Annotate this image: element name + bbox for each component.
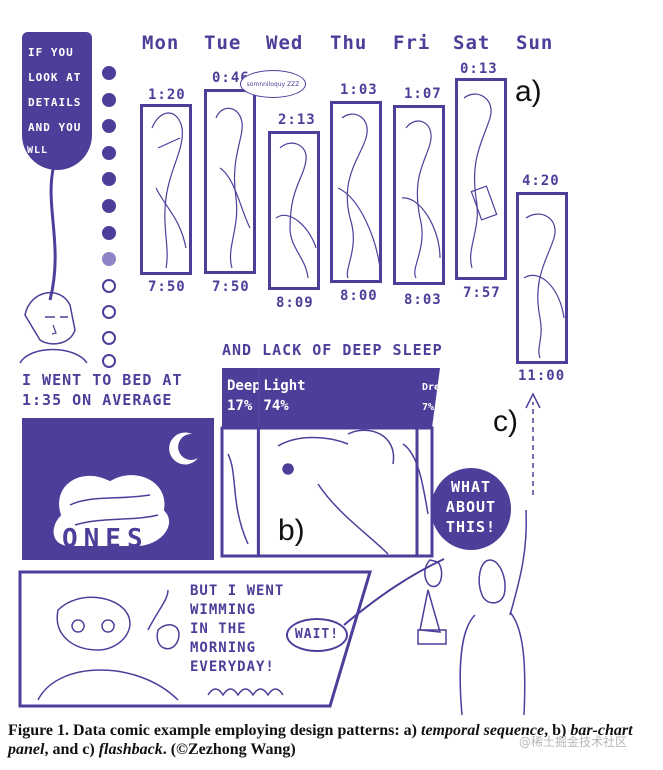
bar-value-label: 17% [227, 398, 253, 414]
sleep-panel-fri [393, 105, 445, 285]
what-about-line: THIS! [445, 518, 497, 536]
day-label-sat: Sat [453, 32, 491, 54]
figure-caption: Figure 1. Data comic example employing d… [8, 721, 658, 759]
sleep-panel-sat [455, 78, 507, 280]
bedtime-fri: 1:07 [404, 86, 442, 102]
clock-icon [102, 119, 116, 133]
thought-bubble: somnniloquy ZZZ [240, 70, 306, 98]
swim-text-line: EVERYDAY! [190, 659, 275, 675]
bar-header-deep [222, 368, 259, 428]
pillow-text: ONES [62, 524, 149, 554]
clock-icon [102, 199, 116, 213]
clock-icon [102, 305, 116, 319]
caption-suffix: . (©Zezhong Wang) [162, 741, 296, 758]
bed-text-line: I WENT TO BED AT [22, 371, 183, 389]
moon-icon [169, 432, 198, 465]
bar-value-label: 74% [263, 398, 289, 414]
bubble-line: LOOK AT [28, 71, 82, 84]
what-about-line: ABOUT [445, 498, 497, 516]
bar-value-label: 7% [422, 402, 434, 413]
blanket-sketch [51, 473, 171, 549]
bed-text-line: 1:35 ON AVERAGE [22, 391, 173, 409]
bubble-line: WLL SEE... [27, 145, 70, 178]
tag-a: a) [515, 75, 542, 108]
clock-icon [102, 172, 116, 186]
sleeping-figures-sketch [151, 93, 565, 359]
bar-category-label: Dream [422, 382, 440, 393]
wait-bubble-tail [343, 558, 445, 626]
swim-panel-frame [18, 570, 373, 708]
pointing-man-sketch [417, 509, 528, 716]
bedtime-sat: 0:13 [460, 61, 498, 77]
bar-header-light [258, 368, 417, 428]
waketime-mon: 7:50 [148, 279, 186, 295]
bedtime-thu: 1:03 [340, 82, 378, 98]
bedtime-sun: 4:20 [522, 173, 560, 189]
bubble-line: DETAILS [28, 96, 82, 109]
man-sketch [19, 291, 88, 364]
bar-light [256, 426, 419, 558]
bar-deep [220, 426, 260, 558]
caption-italic-3: flashback [98, 741, 163, 758]
caption-mid-1: , b) [544, 722, 571, 739]
clock-icon [102, 146, 116, 160]
day-label-sun: Sun [516, 32, 554, 54]
swim-text: BUT I WENT WIMMING IN THE MORNING EVERYD… [190, 582, 284, 677]
bubble-line: AND YOU [28, 121, 82, 134]
lack-text: AND LACK OF DEEP SLEEP [222, 341, 443, 359]
clock-icon [102, 354, 116, 368]
waketime-wed: 8:09 [276, 295, 314, 311]
waketime-thu: 8:00 [340, 288, 378, 304]
sleep-panel-wed [268, 131, 320, 290]
day-label-wed: Wed [266, 32, 304, 54]
speech-bubble-what-about: WHAT ABOUT THIS! [431, 468, 511, 550]
swim-text-line: IN THE [190, 621, 247, 637]
clock-icon [102, 66, 116, 80]
bubble-tail [48, 165, 57, 301]
caption-italic-2: bar-chart panel [8, 722, 633, 758]
tag-b: b) [278, 514, 305, 547]
speech-bubble-wait: WAIT! [286, 618, 348, 652]
sleep-panel-thu [330, 101, 382, 283]
swim-text-line: MORNING [190, 640, 257, 656]
caption-mid-2: , and c) [44, 741, 99, 758]
sleep-panel-mon [140, 104, 192, 275]
day-label-tue: Tue [204, 32, 242, 54]
bubble-line: IF YOU [28, 46, 74, 59]
speech-bubble-details: IF YOU LOOK AT DETAILS AND YOU WLL SEE..… [22, 32, 92, 178]
thought-bubble-text: somnniloquy ZZZ [246, 81, 300, 88]
bar-category-label: Deep [227, 378, 261, 394]
bedtime-wed: 2:13 [278, 112, 316, 128]
day-label-fri: Fri [393, 32, 431, 54]
watermark: @稀土掘金技术社区 [519, 735, 628, 749]
tag-c: c) [493, 405, 518, 438]
bar-category-label: Light [263, 378, 305, 394]
day-label-mon: Mon [142, 32, 180, 54]
what-about-line: WHAT [450, 478, 492, 496]
waketime-fri: 8:03 [404, 292, 442, 308]
clock-icon [102, 226, 116, 240]
bar-header-dream [417, 368, 440, 428]
waketime-tue: 7:50 [212, 279, 250, 295]
waketime-sun: 11:00 [518, 368, 566, 384]
clock-icon [102, 279, 116, 293]
bedtime-mon: 1:20 [148, 87, 186, 103]
clock-icon [102, 93, 116, 107]
clock-icon [102, 252, 116, 266]
swim-text-line: WIMMING [190, 602, 257, 618]
waketime-sat: 7:57 [463, 285, 501, 301]
wait-text: WAIT! [294, 627, 340, 642]
caption-prefix: Figure 1. Data comic example employing d… [8, 722, 421, 739]
flashback-arrow [525, 392, 541, 495]
sleep-bar-chart: Deep 17% Light 74% Dream 7% [220, 368, 440, 558]
caption-italic-1: temporal sequence [421, 722, 545, 739]
bedtime-tue: 0:46 [212, 70, 250, 86]
day-label-thu: Thu [330, 32, 368, 54]
sleep-panel-tue [204, 89, 256, 274]
swim-text-line: BUT I WENT [190, 583, 285, 599]
clock-icon [102, 331, 116, 345]
